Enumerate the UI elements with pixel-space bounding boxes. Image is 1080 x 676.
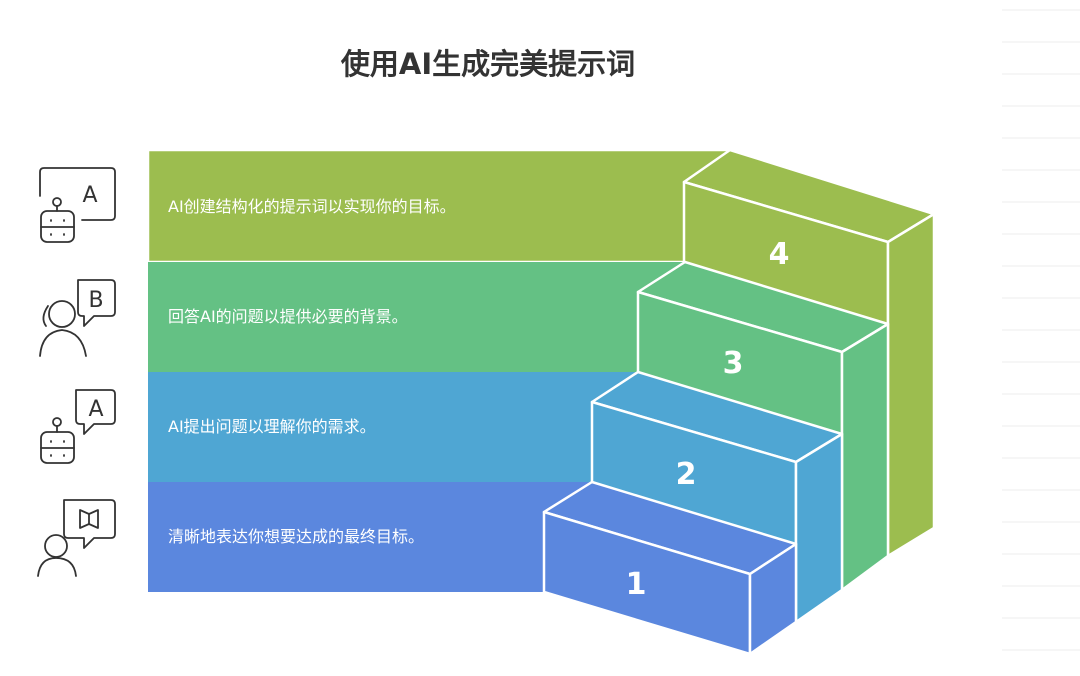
step-4-number: 4 bbox=[769, 237, 790, 272]
step-2-band bbox=[148, 372, 640, 482]
step-2-number: 2 bbox=[676, 457, 697, 492]
step-1-side-face bbox=[748, 542, 798, 656]
step-3-label: 回答AI的问题以提供必要的背景。 bbox=[168, 307, 408, 326]
step-1-band bbox=[148, 482, 594, 592]
person-chat-b-icon: B bbox=[39, 279, 116, 357]
step-2-label: AI提出问题以理解你的需求。 bbox=[168, 417, 376, 436]
background-ruled-lines bbox=[1002, 9, 1080, 651]
step-3-side-face bbox=[840, 322, 890, 592]
robot-board-a-icon: A bbox=[39, 167, 116, 243]
step-1-number: 1 bbox=[626, 567, 647, 602]
person-chat-book-icon bbox=[37, 499, 116, 577]
page-title: 使用AI生成完美提示词 bbox=[340, 47, 635, 81]
svg-text:B: B bbox=[88, 288, 103, 313]
step-1-label: 清晰地表达你想要达成的最终目标。 bbox=[168, 527, 424, 546]
svg-text:A: A bbox=[88, 397, 103, 422]
step-1 bbox=[148, 480, 798, 656]
step-4-label: AI创建结构化的提示词以实现你的目标。 bbox=[168, 197, 456, 216]
step-2-side-face bbox=[794, 432, 844, 624]
step-4-side-face bbox=[886, 212, 936, 558]
step-3-band bbox=[148, 262, 688, 372]
step-3-number: 3 bbox=[723, 346, 744, 381]
robot-chat-a-icon: A bbox=[40, 389, 116, 464]
svg-text:A: A bbox=[82, 183, 97, 208]
